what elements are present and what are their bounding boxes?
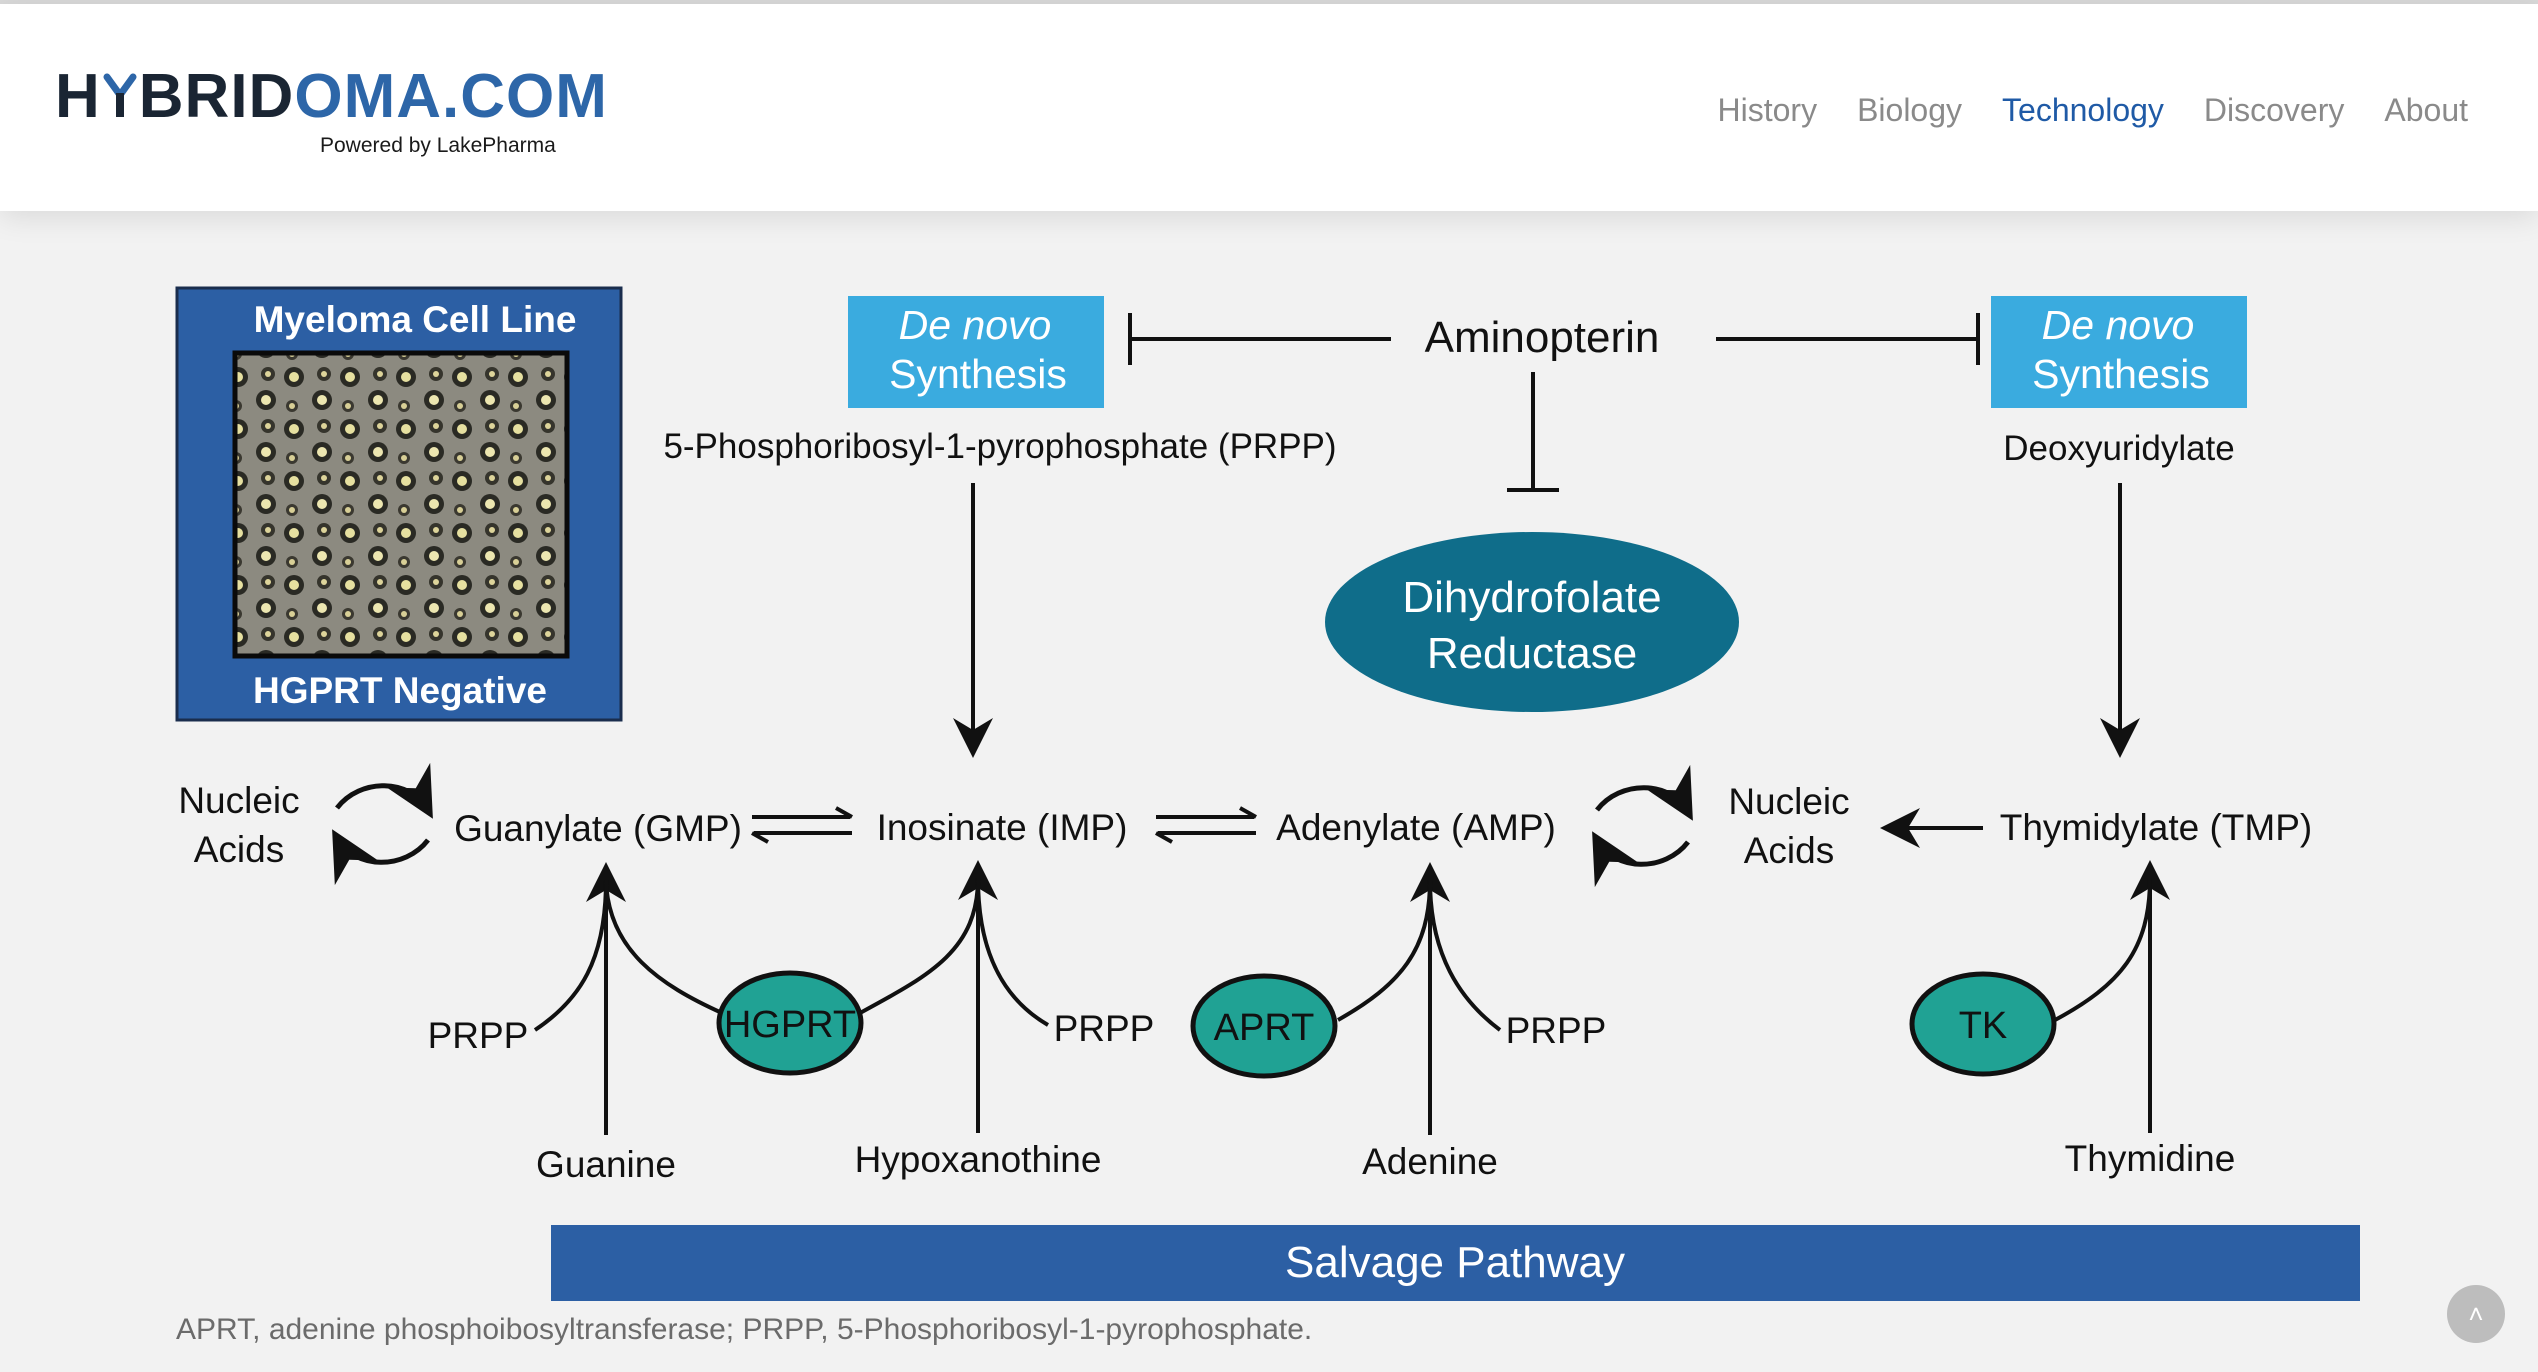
main-nav: History Biology Technology Discovery Abo…	[1718, 92, 2469, 129]
nav-technology[interactable]: Technology	[2002, 92, 2164, 128]
myeloma-title: Myeloma Cell Line	[254, 299, 577, 340]
nav-history[interactable]: History	[1717, 92, 1818, 128]
adenine-label: Adenine	[1362, 1141, 1498, 1182]
prpp-full-label: 5-Phosphoribosyl-1-pyrophosphate (PRPP)	[663, 427, 1336, 466]
nucleic-cycle-left-icon	[332, 762, 433, 886]
nucleic-cycle-right-icon	[1592, 764, 1693, 888]
tk-label: TK	[1959, 1005, 2008, 1047]
nucleic-left-line2: Acids	[194, 829, 284, 870]
top-border	[0, 0, 2538, 4]
nucleic-right-line2: Acids	[1744, 830, 1834, 871]
hgprt-label: HGPRT	[724, 1004, 856, 1046]
dhfr-line1: Dihydrofolate	[1402, 573, 1661, 622]
dhfr-line2: Reductase	[1427, 629, 1637, 678]
logo-text-oma: OMA.COM	[294, 62, 608, 131]
gmp-label: Guanylate (GMP)	[454, 808, 742, 849]
tk-ellipse	[1909, 971, 2057, 1077]
prpp-label-3: PRPP	[1506, 1010, 1607, 1051]
hgprt-ellipse	[716, 970, 864, 1076]
antibody-icon	[101, 68, 139, 118]
thymidine-label: Thymidine	[2065, 1138, 2236, 1179]
salvage-pathway-bar	[551, 1225, 2360, 1301]
aminopterin-label: Aminopterin	[1425, 313, 1660, 362]
hypoxanthine-label: Hypoxanothine	[855, 1139, 1102, 1180]
logo-tagline: Powered by LakePharma	[320, 134, 556, 157]
prpp-label-2: PRPP	[1054, 1008, 1155, 1049]
equilibrium-arrows	[751, 806, 1257, 844]
denovo-box-left	[848, 296, 1104, 408]
denovo-right-line2: Synthesis	[2032, 351, 2210, 397]
myeloma-cell-line-panel: Myeloma Cell Line HGPRT Negative	[175, 286, 623, 722]
tmp-label: Thymidylate (TMP)	[2000, 807, 2312, 848]
imp-label: Inosinate (IMP)	[877, 807, 1128, 848]
myeloma-cells-image	[232, 350, 570, 659]
aprt-ellipse	[1190, 973, 1338, 1079]
chevron-up-icon: ˄	[2468, 1299, 2484, 1329]
logo-text-brid: BRID	[138, 62, 295, 131]
logo-letter-h: H	[55, 62, 101, 131]
denovo-box-right	[1991, 296, 2247, 408]
denovo-left-line1: De novo	[899, 302, 1052, 348]
nav-about[interactable]: About	[2384, 92, 2468, 128]
salvage-arrows	[533, 860, 2170, 1135]
guanine-label: Guanine	[536, 1144, 676, 1185]
prpp-label-1: PRPP	[428, 1015, 529, 1056]
salvage-pathway-label: Salvage Pathway	[1285, 1238, 1625, 1287]
aprt-label: APRT	[1214, 1007, 1315, 1049]
myeloma-footer: HGPRT Negative	[253, 670, 547, 711]
nucleic-left-line1: Nucleic	[178, 780, 299, 821]
amp-label: Adenylate (AMP)	[1276, 807, 1556, 848]
denovo-arrows	[953, 483, 2140, 758]
aminopterin-inhibition-lines	[1128, 313, 1980, 492]
nucleic-right-line1: Nucleic	[1728, 781, 1849, 822]
dhfr-ellipse	[1325, 532, 1739, 712]
nav-biology[interactable]: Biology	[1857, 92, 1963, 128]
nav-discovery[interactable]: Discovery	[2203, 92, 2345, 128]
figure-caption: APRT, adenine phosphoibosyltransferase; …	[176, 1313, 1313, 1346]
scroll-to-top-button[interactable]: ˄	[2447, 1285, 2505, 1343]
denovo-right-line1: De novo	[2042, 302, 2195, 348]
deoxyuridylate-label: Deoxyuridylate	[2003, 429, 2235, 468]
denovo-left-line2: Synthesis	[889, 351, 1067, 397]
